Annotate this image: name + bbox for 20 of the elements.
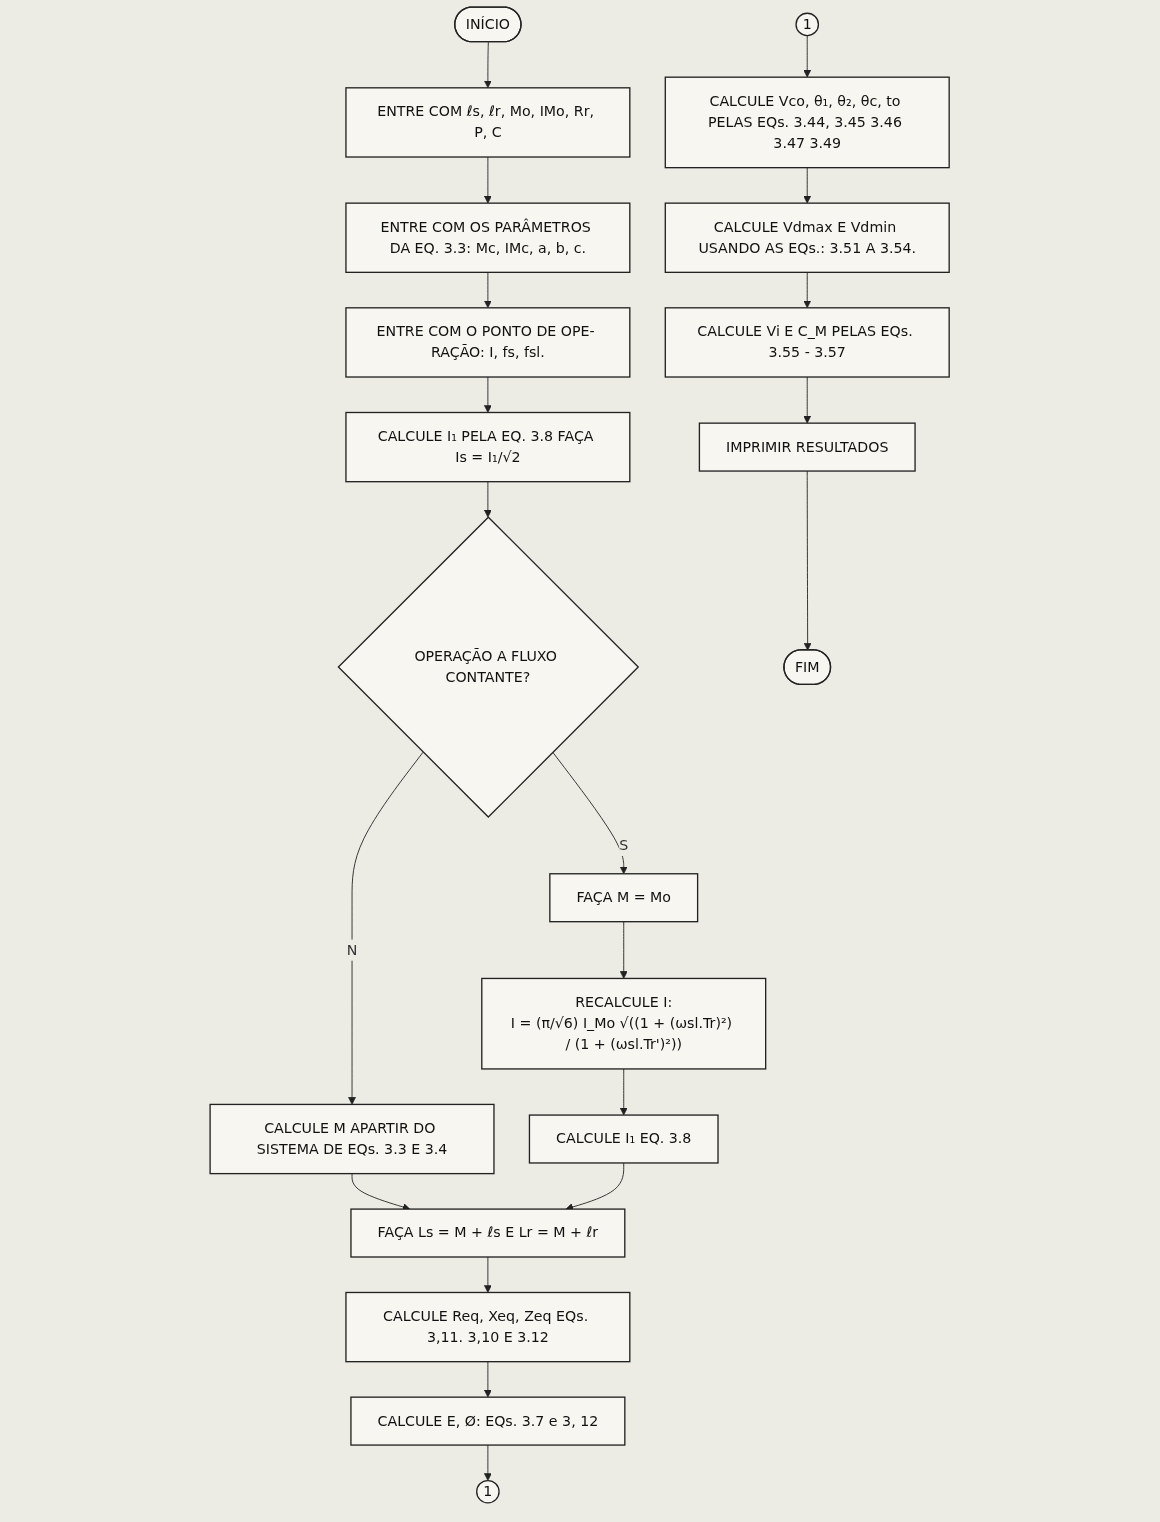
node-circle: 1 <box>795 12 820 37</box>
node-box: CALCULE Vi E C_M PELAS EQs. 3.55 - 3.57 <box>665 307 951 378</box>
node-box: FAÇA M = Mo <box>549 873 699 923</box>
node-circle: 1 <box>476 1479 501 1504</box>
node-box: ENTRE COM OS PARÂMETROS DA EQ. 3.3: Mc, IMc, a, b, c. <box>345 202 631 273</box>
node-box: RECALCULE I: I = (π/√6) I_Mo √((1 + (ωsl.Tr)²) / (1 + (ωsl.Tr')²)) <box>481 977 767 1070</box>
node-box: CALCULE I₁ EQ. 3.8 <box>529 1114 720 1164</box>
node-box: ENTRE COM ℓs, ℓr, Mo, IMo, Rr, P, C <box>345 87 631 158</box>
node-box: CALCULE E, Ø: EQs. 3.7 e 3, 12 <box>350 1396 626 1446</box>
node-box: IMPRIMIR RESULTADOS <box>699 422 917 472</box>
node-box: CALCULE I₁ PELA EQ. 3.8 FAÇA Is = I₁/√2 <box>345 411 631 483</box>
edge-label: N <box>347 941 358 959</box>
edge-label: S <box>619 836 629 854</box>
node-box: ENTRE COM O PONTO DE OPE- RAÇÃO: I, fs, fsl. <box>345 307 631 378</box>
node-box: CALCULE Req, Xeq, Zeq EQs. 3,11. 3,10 E 3.12 <box>345 1291 631 1363</box>
node-box: FAÇA Ls = M + ℓs E Lr = M + ℓr <box>350 1208 626 1258</box>
node-box: CALCULE M APARTIR DO SISTEMA DE EQs. 3.3 E 3.4 <box>209 1103 495 1175</box>
node-diamond: OPERAÇÃO A FLUXO CONTANTE? <box>337 516 640 818</box>
node-box: CALCULE Vco, θ₁, θ₂, θc, to PELAS EQs. 3.44, 3.45 3.46 3.47 3.49 <box>665 76 951 169</box>
node-box: CALCULE Vdmax E Vdmin USANDO AS EQs.: 3.51 A 3.54. <box>665 202 951 273</box>
